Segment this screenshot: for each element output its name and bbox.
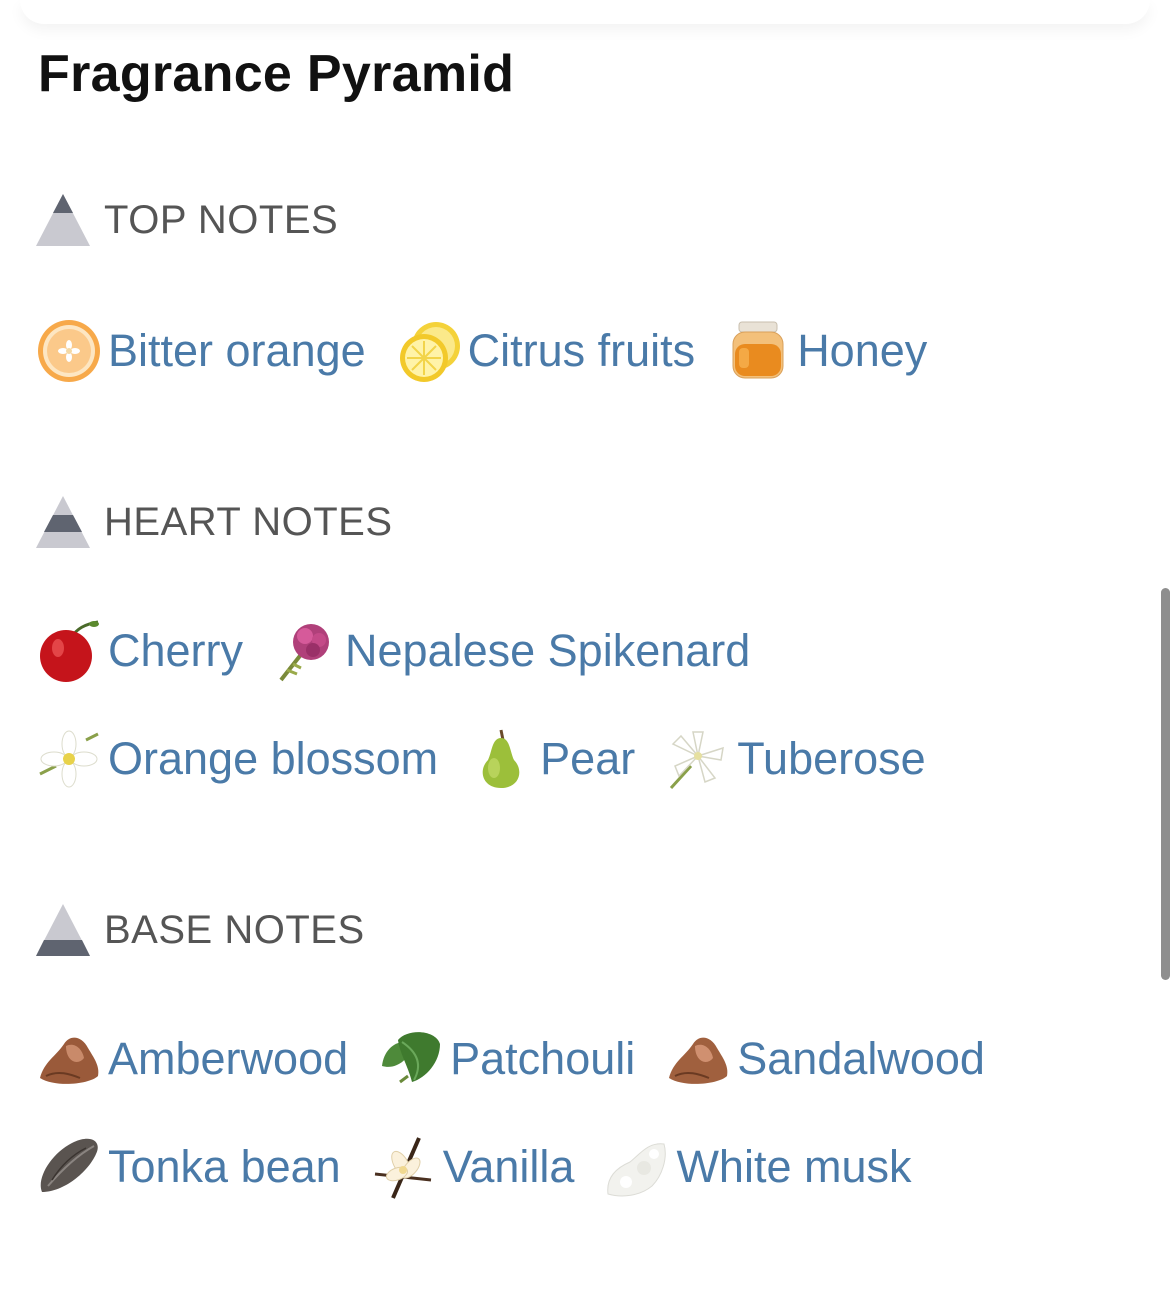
top-notes-row-1: Bitter orange Citrus fruits <box>36 316 957 386</box>
note-bitter-orange[interactable]: Bitter orange <box>36 318 366 384</box>
patchouli-leaf-icon <box>382 1032 441 1084</box>
note-sandalwood[interactable]: Sandalwood <box>665 1026 985 1092</box>
cherry-icon <box>40 620 99 682</box>
note-cherry[interactable]: Cherry <box>36 618 243 684</box>
note-white-musk[interactable]: White musk <box>604 1134 912 1200</box>
vanilla-icon <box>374 1137 431 1199</box>
note-label: Bitter orange <box>108 325 366 376</box>
section-label: BASE NOTES <box>104 908 365 952</box>
note-nepalese-spikenard[interactable]: Nepalese Spikenard <box>273 618 750 684</box>
orange-slice-icon <box>38 320 100 382</box>
note-label: Cherry <box>108 625 244 676</box>
heart-notes-row-1: Cherry Nepalese Spikenard <box>36 616 780 686</box>
note-orange-blossom[interactable]: Orange blossom <box>36 726 438 792</box>
note-label: Tonka bean <box>108 1141 341 1192</box>
note-citrus-fruits[interactable]: Citrus fruits <box>396 318 696 384</box>
heart-notes-row-2: Orange blossom Pear Tu <box>36 724 956 794</box>
pyramid-top-icon <box>36 194 90 246</box>
note-honey[interactable]: Honey <box>725 318 927 384</box>
note-label: Sandalwood <box>737 1033 985 1084</box>
note-patchouli[interactable]: Patchouli <box>378 1026 635 1092</box>
amberwood-icon <box>40 1037 99 1084</box>
note-label: Honey <box>797 325 928 376</box>
tuberose-icon <box>670 731 725 790</box>
section-label: HEART NOTES <box>104 500 393 544</box>
base-notes-row-2: Tonka bean Vanilla White m <box>36 1132 942 1202</box>
note-tonka-bean[interactable]: Tonka bean <box>36 1134 341 1200</box>
note-label: Vanilla <box>442 1141 575 1192</box>
spikenard-flower-icon <box>279 624 330 682</box>
note-label: Nepalese Spikenard <box>345 625 751 676</box>
tonka-bean-icon <box>40 1138 98 1192</box>
note-vanilla[interactable]: Vanilla <box>371 1134 575 1200</box>
pyramid-base-icon <box>36 904 90 956</box>
note-pear[interactable]: Pear <box>468 726 635 792</box>
base-notes-row-1: Amberwood Patchouli Sandalwood <box>36 1024 1015 1094</box>
note-label: Orange blossom <box>108 733 439 784</box>
top-card-edge <box>20 0 1150 24</box>
orange-blossom-icon <box>39 730 99 788</box>
section-label: TOP NOTES <box>104 198 339 242</box>
lemon-slice-icon <box>399 322 460 382</box>
note-label: Pear <box>540 733 636 784</box>
note-label: Patchouli <box>450 1033 636 1084</box>
note-label: White musk <box>676 1141 912 1192</box>
note-label: Tuberose <box>737 733 926 784</box>
note-amberwood[interactable]: Amberwood <box>36 1026 348 1092</box>
note-label: Amberwood <box>108 1033 349 1084</box>
note-label: Citrus fruits <box>467 325 696 376</box>
sandalwood-icon <box>669 1037 728 1084</box>
page-title: Fragrance Pyramid <box>38 45 515 103</box>
pear-icon <box>482 729 520 788</box>
pyramid-heart-icon <box>36 496 90 548</box>
honey-jar-icon <box>732 321 784 379</box>
note-tuberose[interactable]: Tuberose <box>665 726 926 792</box>
vertical-scrollbar[interactable] <box>1161 588 1170 980</box>
white-musk-icon <box>607 1143 667 1197</box>
